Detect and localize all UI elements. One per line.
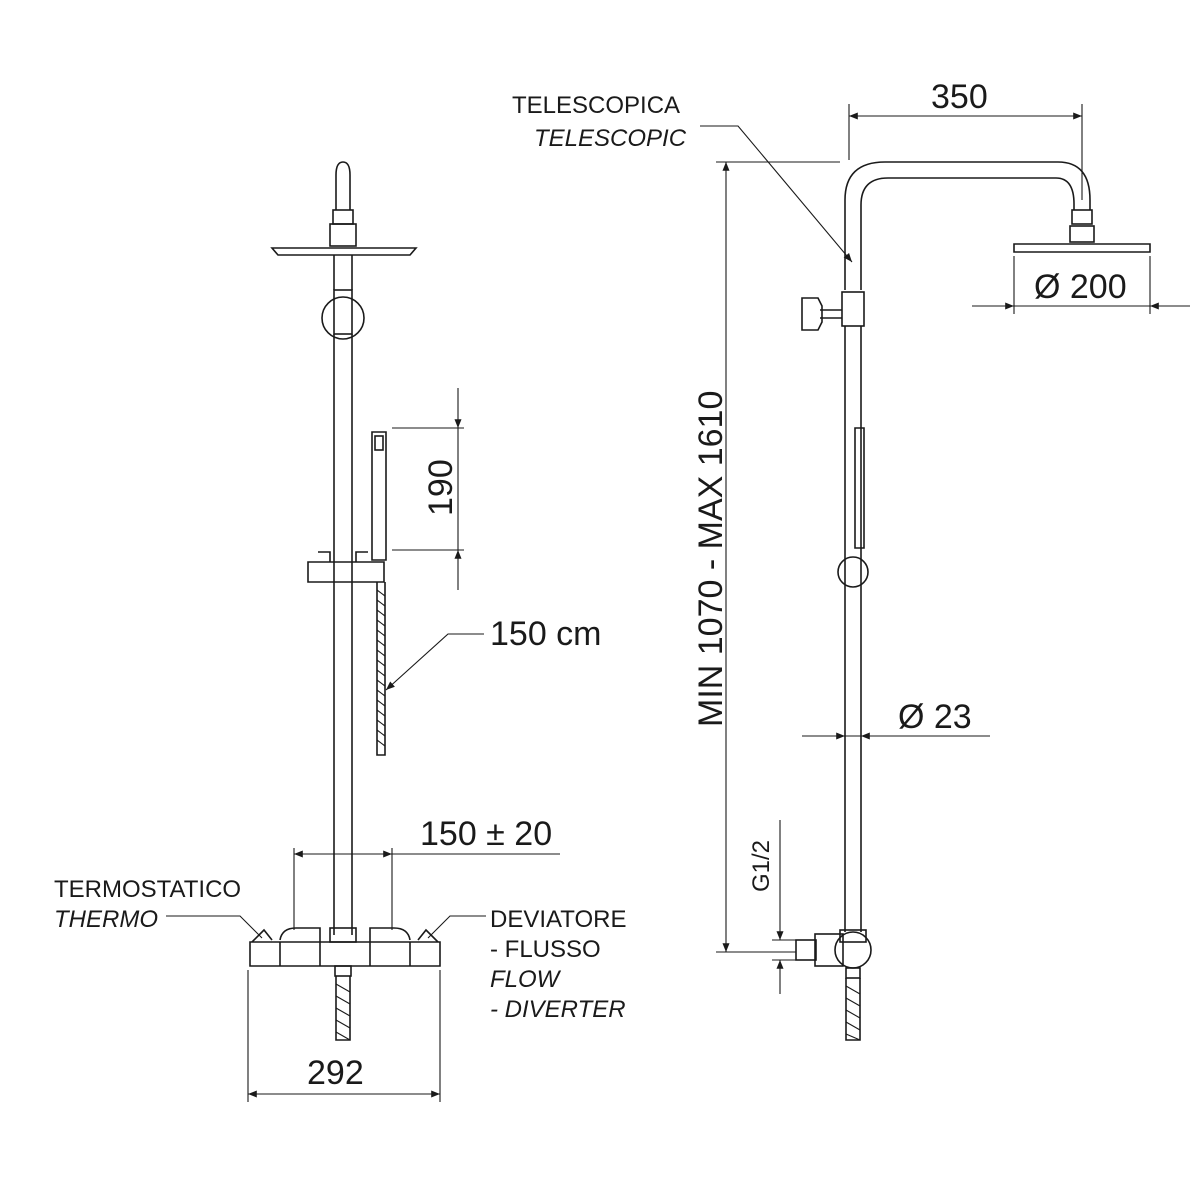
front-shower-head [270, 247, 418, 256]
dim-thread: G1/2 [748, 839, 775, 892]
front-slider [307, 561, 385, 583]
side-lower-hose [845, 978, 861, 1041]
front-top-nut [332, 209, 354, 225]
label-deviatore: DEVIATORE [490, 906, 627, 933]
front-hand-shower [371, 431, 387, 561]
label-thermo: THERMO [54, 906, 158, 933]
dim-head-diameter: Ø 200 [1034, 268, 1127, 306]
side-shower-head [1013, 243, 1151, 253]
label-telescopic: TELESCOPIC [534, 125, 687, 152]
front-telescopic-joint [333, 289, 353, 335]
side-hand-shower [854, 427, 865, 549]
dim-height-range: MIN 1070 - MAX 1610 [692, 390, 730, 727]
front-view [166, 161, 560, 1102]
dim-arm-length: 350 [931, 78, 988, 116]
front-gooseneck [335, 161, 351, 210]
side-slider [837, 556, 869, 588]
label-flusso: - FLUSSO [490, 936, 601, 963]
side-view [700, 104, 1190, 1041]
dim-hand-shower: 190 [422, 459, 460, 516]
dim-pipe-diameter: Ø 23 [898, 698, 972, 736]
label-telescopica: TELESCOPICA [512, 92, 681, 119]
front-ring-holder [321, 296, 365, 340]
side-arm [844, 161, 1091, 290]
front-hose [376, 582, 386, 756]
dim-mixer-width: 292 [307, 1054, 364, 1092]
side-top-knob [801, 297, 823, 331]
label-flow: FLOW [490, 966, 560, 993]
dim-inlet-spacing: 150 ± 20 [420, 815, 553, 853]
label-termostatico: TERMOSTATICO [54, 876, 242, 903]
front-head-joint [329, 223, 357, 247]
front-mixer-body [249, 941, 441, 967]
label-diverter: - DIVERTER [490, 996, 626, 1023]
dim-hose-length: 150 cm [490, 615, 602, 653]
